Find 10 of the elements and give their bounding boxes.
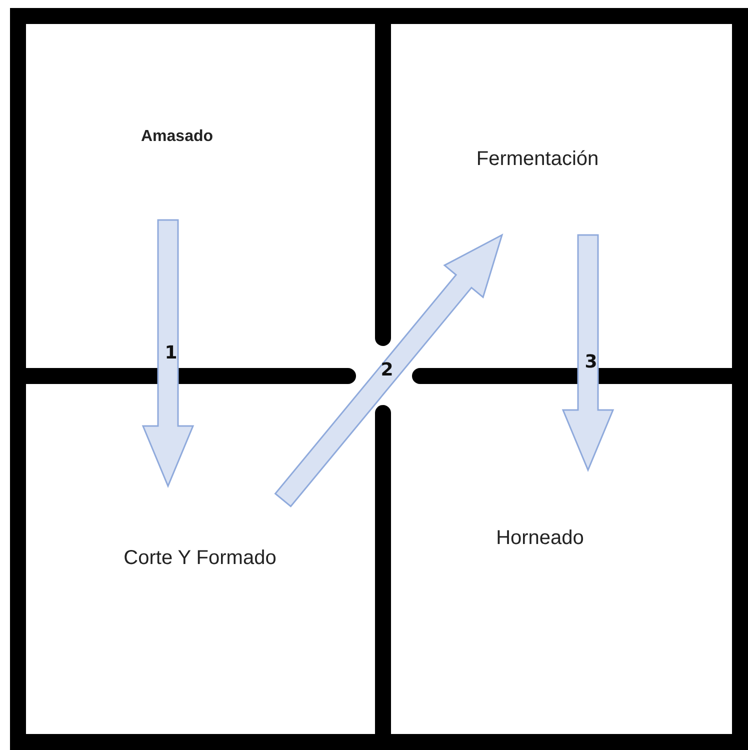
block-arrow [142, 219, 194, 488]
block-arrow [562, 234, 614, 472]
block-arrow [274, 234, 504, 508]
room-label: Fermentación [476, 148, 599, 171]
room-label: Horneado [496, 527, 584, 550]
room-label: Amasado [140, 128, 214, 146]
room-label: Corte Y Formado [124, 547, 276, 570]
step-number: 1 [164, 342, 178, 364]
step-number: 3 [584, 352, 598, 372]
step-number: 2 [380, 360, 394, 380]
